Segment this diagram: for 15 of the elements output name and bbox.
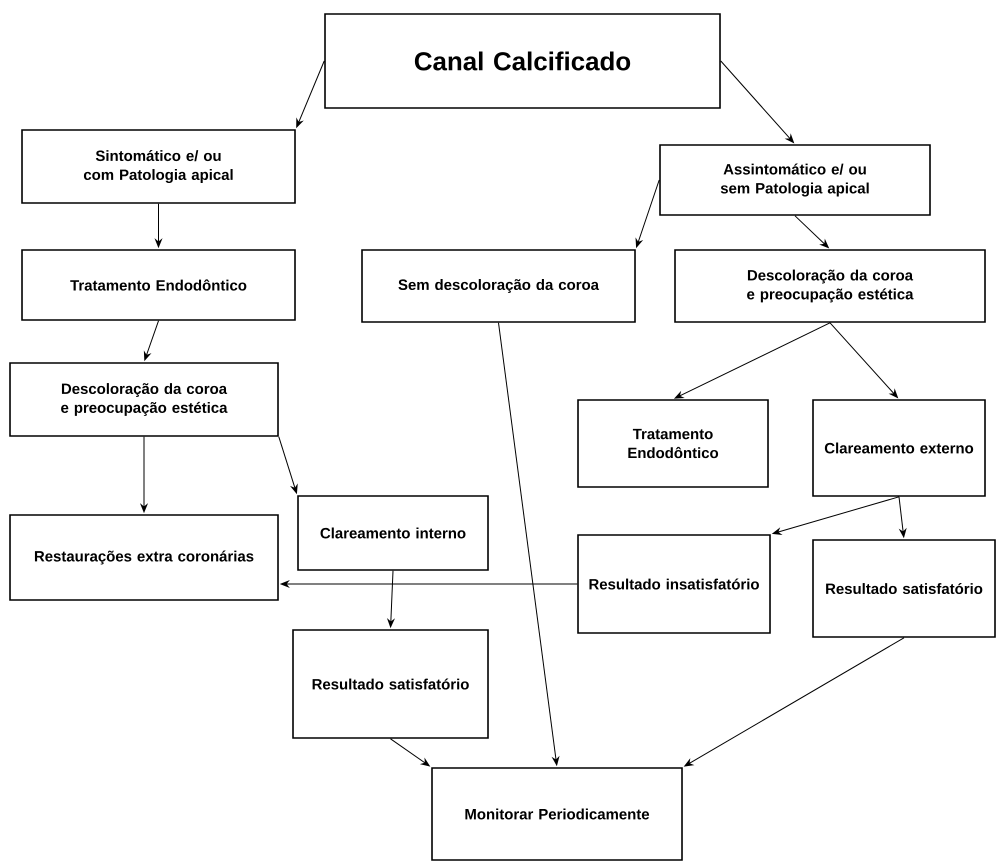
process-box: Monitorar Periodicamente [431, 767, 683, 861]
process-box: Tratamento Endodôntico [577, 399, 769, 488]
process-box: Sem descoloração da coroa [361, 249, 636, 323]
process-box: Clareamento externo [812, 399, 986, 497]
process-box: Descoloração da coroa e preocupação estética [9, 362, 279, 437]
process-box: Resultado satisfatório [812, 539, 996, 638]
process-box: Tratamento Endodôntico [21, 249, 296, 321]
process-box: Resultado satisfatório [292, 629, 489, 739]
process-box: Assintomático e/ ou sem Patologia apical [659, 144, 931, 216]
process-box: Sintomático e/ ou com Patologia apical [21, 129, 296, 204]
process-box: Descoloração da coroa e preocupação estética [674, 249, 986, 323]
process-box: Resultado insatisfatório [577, 534, 771, 634]
title-box: Canal Calcificado [324, 13, 721, 109]
process-box: Restaurações extra coronárias [9, 514, 279, 601]
process-box: Clareamento interno [297, 495, 489, 571]
